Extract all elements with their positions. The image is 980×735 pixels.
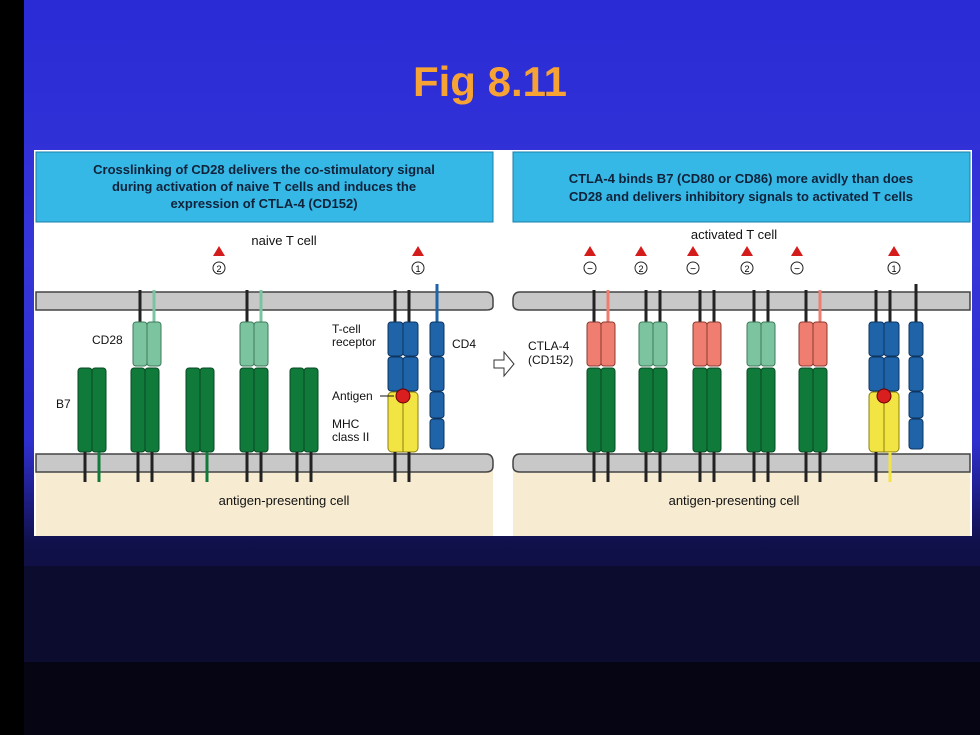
b7-molecule: [130, 367, 160, 482]
cd4-molecule: [429, 284, 445, 450]
cd4-molecule: [908, 284, 924, 450]
apc-membrane: [512, 453, 971, 473]
b7-label: B7: [56, 397, 71, 411]
left-apc-label: antigen-presenting cell: [219, 493, 350, 508]
b7-molecule: [185, 367, 215, 482]
marker-label: 2: [744, 264, 749, 274]
slide-title: Fig 8.11: [412, 58, 568, 105]
tcr-signal-marker: 1: [887, 246, 901, 275]
inhibitory-signal-marker: −: [686, 246, 700, 275]
left-header-line-2: during activation of naive T cells and i…: [112, 179, 416, 194]
b7-molecule: [289, 367, 319, 482]
apc-cytoplasm: [513, 462, 970, 536]
footer-band: [24, 566, 980, 662]
marker-label: −: [690, 264, 696, 275]
costim-signal-marker: 2: [634, 246, 648, 275]
tcr-label-line-2: receptor: [332, 335, 376, 349]
t-cell-membrane: [512, 291, 971, 311]
inhibitory-signal-marker: −: [583, 246, 597, 275]
right-panel: CTLA-4 binds B7 (CD80 or CD86) more avid…: [512, 151, 971, 536]
marker-label: −: [587, 264, 593, 275]
marker-label: 2: [638, 264, 643, 274]
b7-molecule: [239, 367, 269, 482]
naive-t-cell-label: naive T cell: [251, 233, 316, 248]
t-cell-membrane: [35, 291, 494, 311]
tcr-mhc-complex: [387, 290, 419, 482]
ctla4-b7-pair: [798, 290, 828, 482]
footer-band-dark: [24, 662, 980, 735]
activated-t-cell-label: activated T cell: [691, 227, 777, 242]
tcr-mhc-complex: [868, 290, 900, 482]
cd28-b7-pair: [638, 290, 668, 482]
ctla4-label-line-1: CTLA-4: [528, 339, 570, 353]
cd28-b7-pair: [746, 290, 776, 482]
left-header-box: [35, 151, 494, 223]
b7-molecule: [77, 367, 107, 482]
left-header-line-1: Crosslinking of CD28 delivers the co-sti…: [93, 162, 435, 177]
right-apc-label: antigen-presenting cell: [669, 493, 800, 508]
inhibitory-signal-marker: −: [790, 246, 804, 275]
antigen-label: Antigen: [332, 389, 373, 403]
apc-cytoplasm: [36, 462, 493, 536]
transition-arrow: [493, 350, 515, 378]
mhc-label-line-1: MHC: [332, 417, 360, 431]
left-panel: Crosslinking of CD28 delivers the co-sti…: [35, 151, 494, 536]
ctla4-label-line-2: (CD152): [528, 353, 573, 367]
marker-label: 2: [216, 264, 221, 274]
costim-signal-marker: 2: [740, 246, 754, 275]
right-header-box: [512, 151, 971, 223]
left-signal-marker-1: 1: [411, 246, 425, 275]
cd28-molecule: [239, 290, 269, 367]
marker-label: 1: [891, 264, 896, 274]
cd4-label: CD4: [452, 337, 476, 351]
marker-label: −: [794, 264, 800, 275]
cd28-label: CD28: [92, 333, 123, 347]
marker-label: 1: [415, 264, 420, 274]
apc-membrane: [35, 453, 494, 473]
cd28-molecule: [132, 290, 162, 367]
left-signal-marker-2: 2: [212, 246, 226, 275]
figure-panel: Crosslinking of CD28 delivers the co-sti…: [34, 150, 972, 536]
ctla4-b7-pair: [586, 290, 616, 482]
tcr-label-line-1: T-cell: [332, 322, 361, 336]
right-header-line-2: CD28 and delivers inhibitory signals to …: [569, 189, 913, 204]
left-header-line-3: expression of CTLA-4 (CD152): [170, 196, 357, 211]
ctla4-b7-pair: [692, 290, 722, 482]
right-header-line-1: CTLA-4 binds B7 (CD80 or CD86) more avid…: [569, 171, 914, 186]
mhc-label-line-2: class II: [332, 430, 369, 444]
